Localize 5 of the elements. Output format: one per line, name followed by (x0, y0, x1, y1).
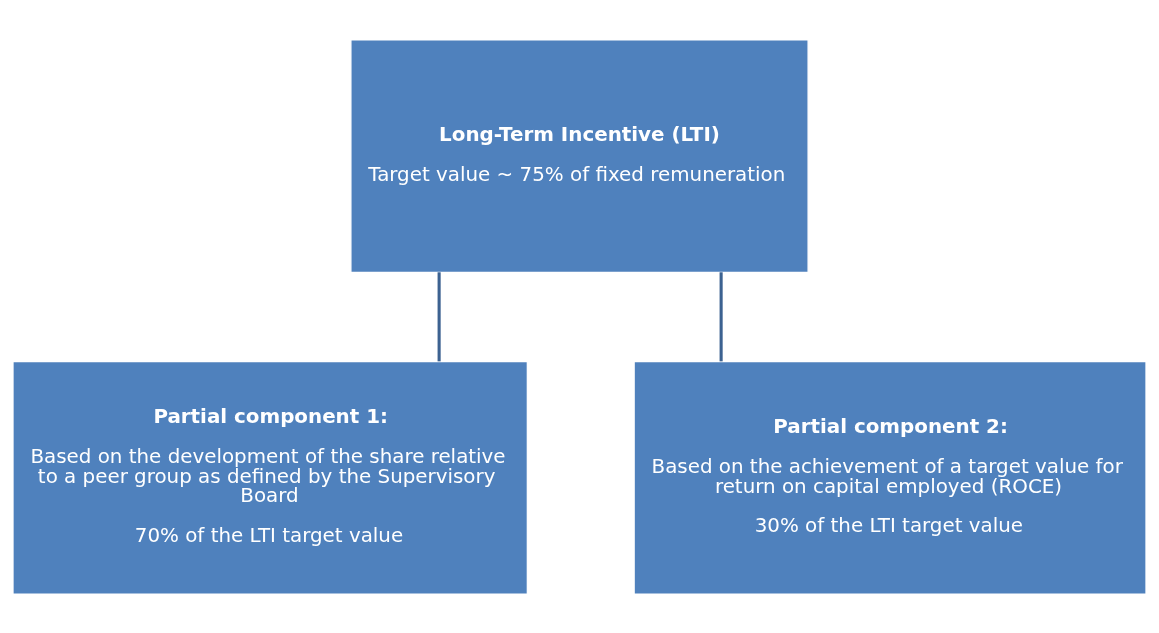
node-box: Partial component 1: Based on the development of the share relative to a peer group as defined by the Supervisory Board 70% of the LTI target value (12, 360, 528, 595)
connector (719, 271, 723, 361)
connector (437, 271, 441, 361)
node-box: Long-Term Incentive (LTI) Target value ~ 75% of fixed remuneration (350, 38, 809, 273)
node-box: Partial component 2: Based on the achievement of a target value for return on capital employed (ROCE) 30% of the LTI target value (633, 360, 1147, 595)
